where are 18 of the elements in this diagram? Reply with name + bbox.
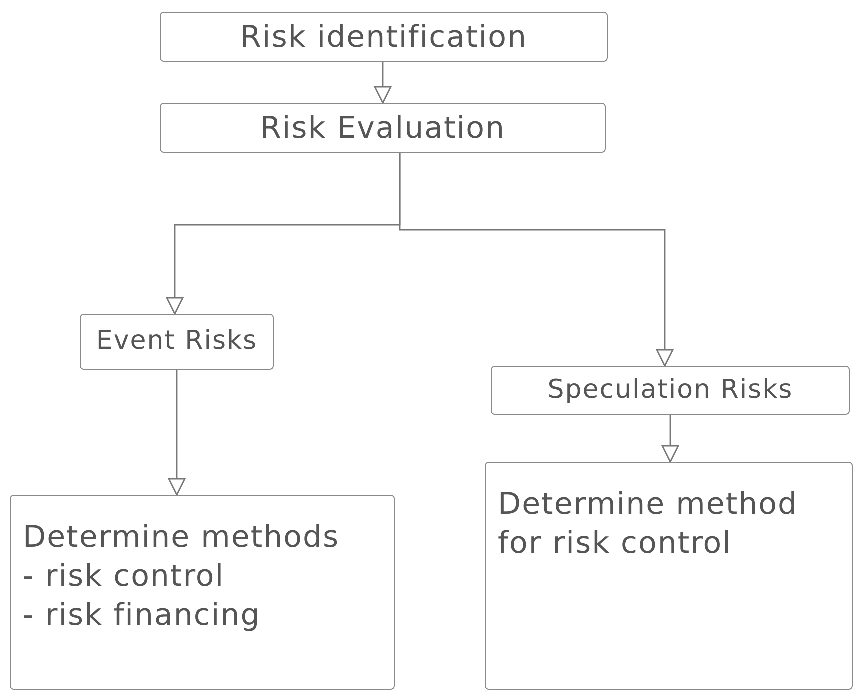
list-item: - risk financing	[23, 597, 262, 635]
process-box	[160, 12, 608, 62]
box-label: Risk Evaluation	[260, 110, 506, 148]
arrow	[168, 370, 186, 496]
process-box	[485, 462, 853, 690]
process-box	[491, 366, 850, 415]
box-label: Risk identification	[240, 18, 528, 56]
list-item: - risk control	[23, 558, 226, 596]
box-label: Determine method for risk control	[498, 486, 800, 563]
process-box	[80, 314, 274, 370]
box-label: Determine methods	[23, 519, 341, 557]
process-box	[10, 495, 395, 690]
box-label: Event Risks	[96, 325, 258, 358]
process-box	[160, 103, 606, 153]
arrow	[374, 62, 392, 104]
arrow	[399, 153, 674, 367]
arrow	[662, 415, 680, 463]
box-label: Speculation Risks	[548, 374, 794, 407]
